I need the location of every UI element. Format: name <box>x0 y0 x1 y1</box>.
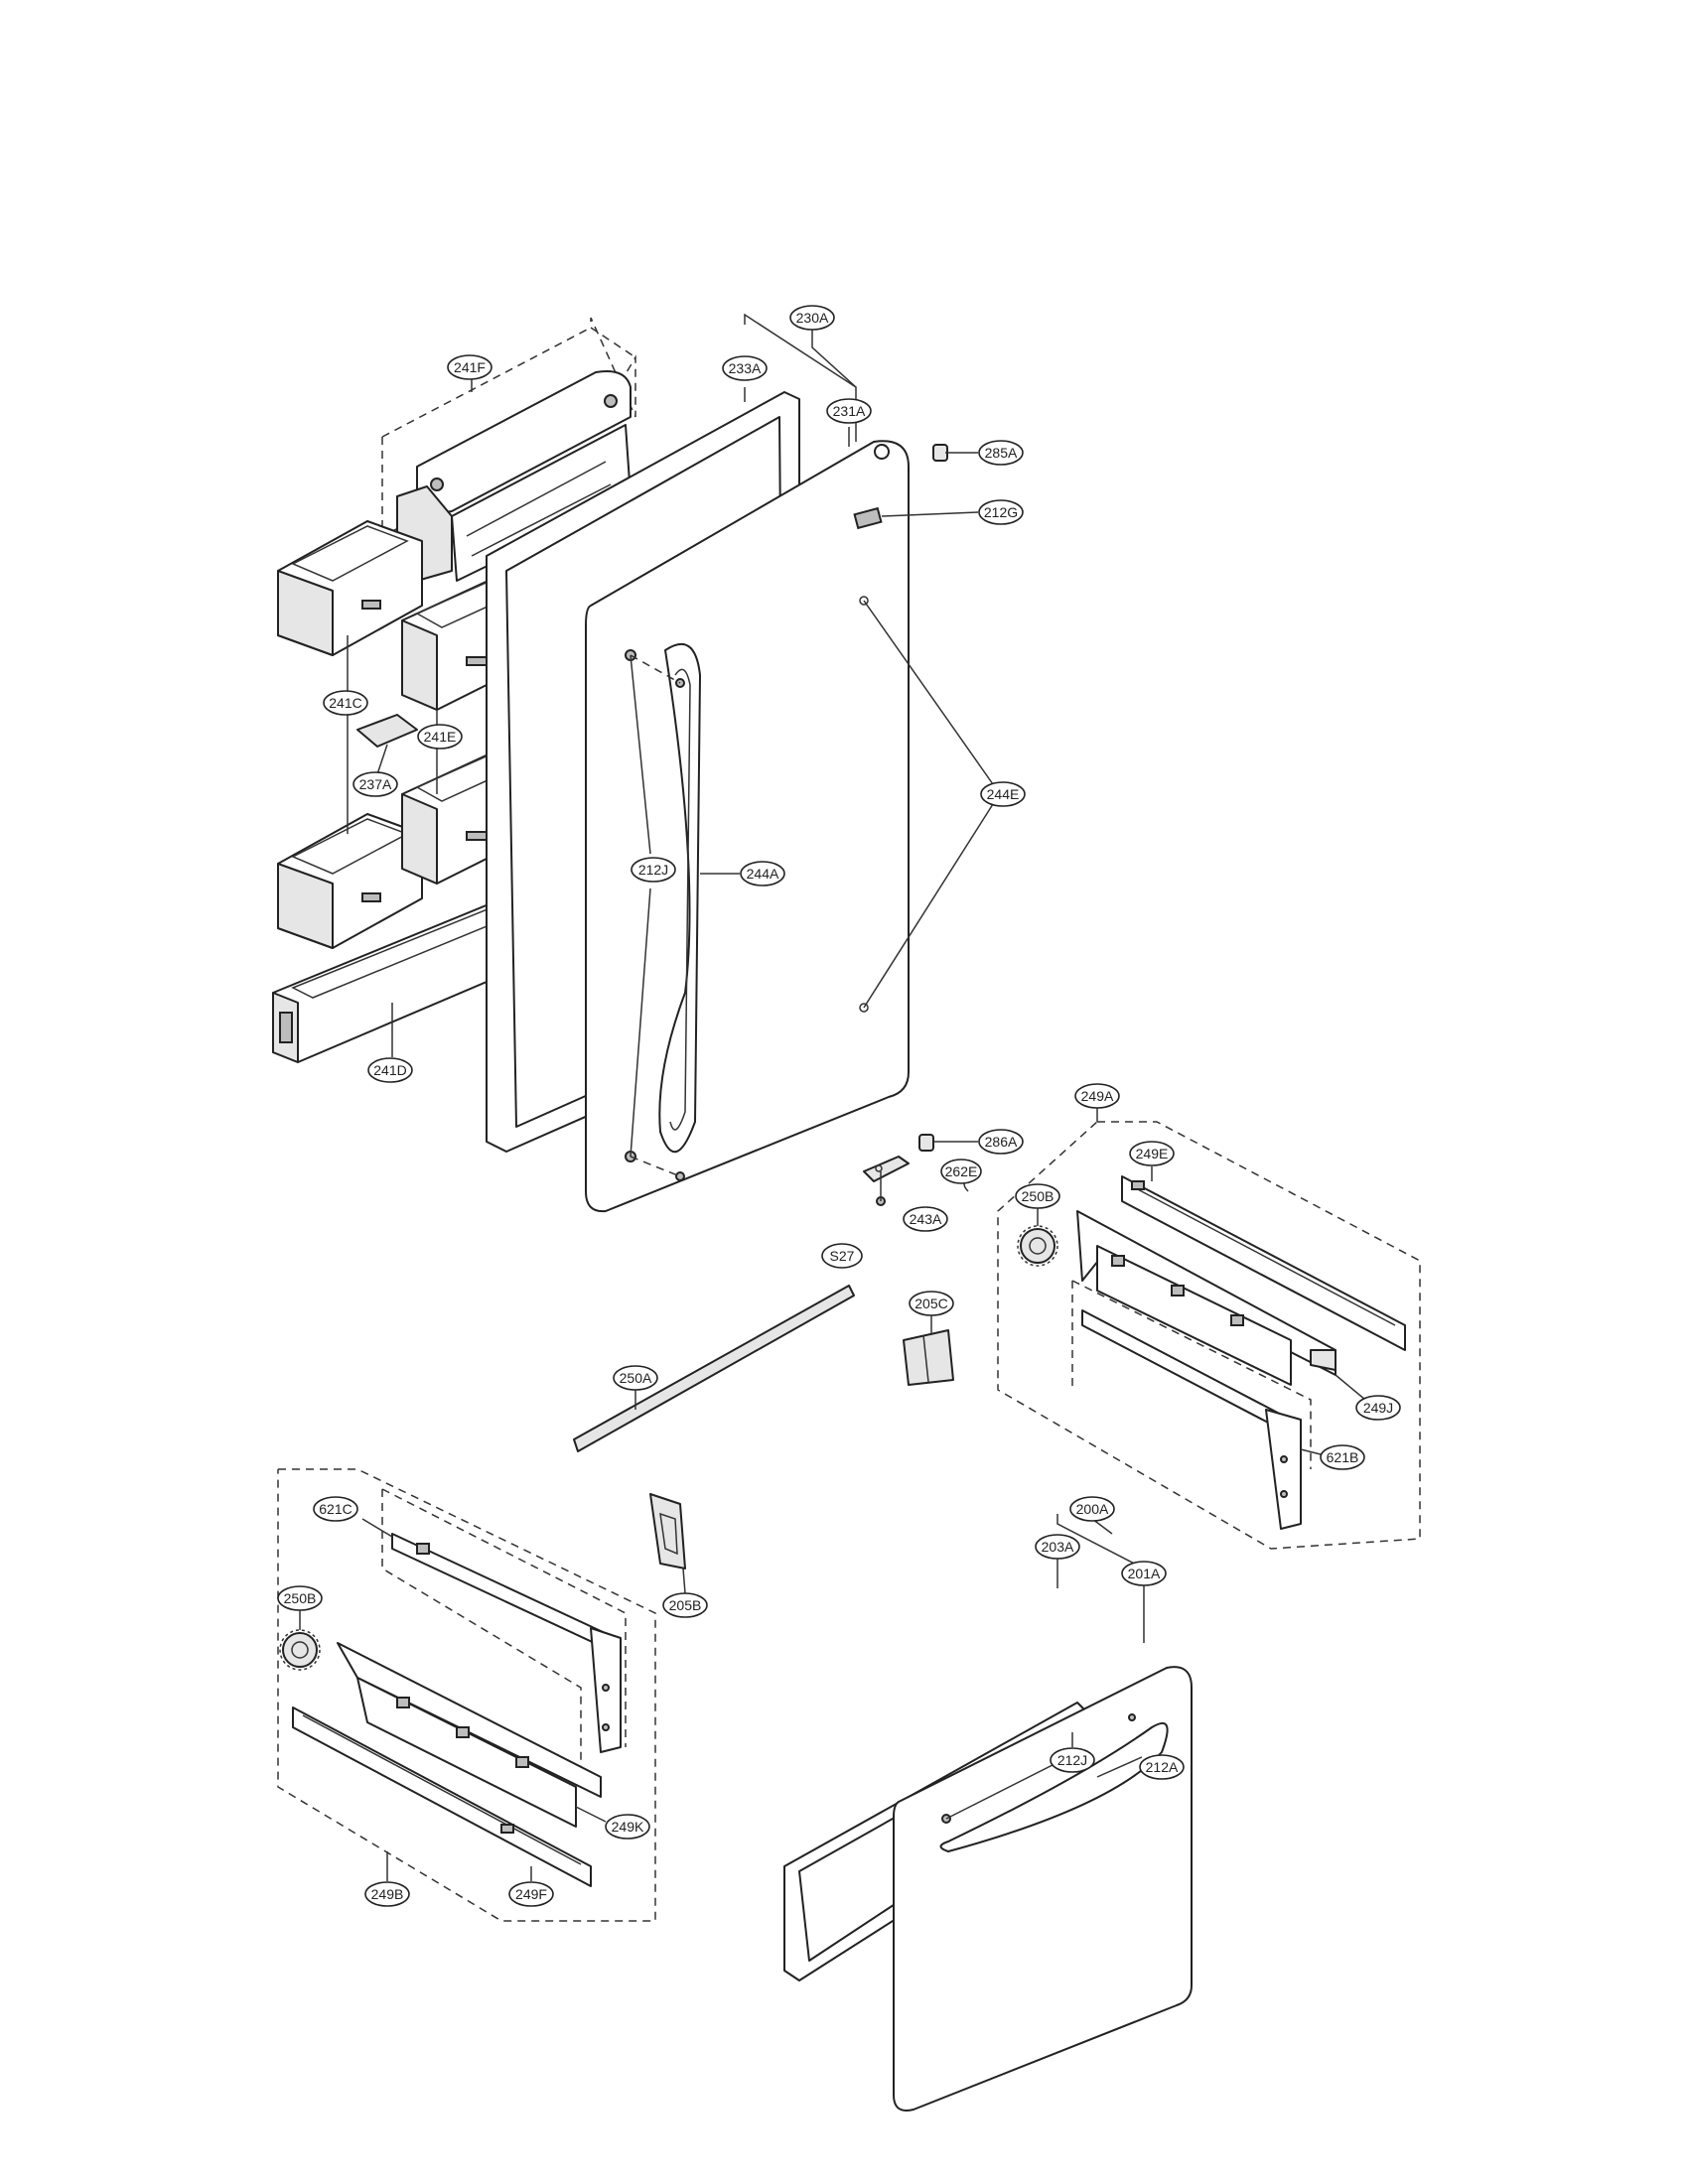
callout-205B[interactable]: 205B <box>662 1592 708 1618</box>
callout-286A[interactable]: 286A <box>978 1129 1024 1155</box>
svg-text:241E: 241E <box>424 729 457 745</box>
callout-230A[interactable]: 230A <box>789 305 835 331</box>
svg-text:286A: 286A <box>985 1134 1018 1150</box>
svg-text:249K: 249K <box>612 1819 644 1835</box>
svg-text:249F: 249F <box>515 1886 547 1902</box>
callout-231A[interactable]: 231A <box>826 398 872 424</box>
svg-text:244A: 244A <box>747 866 779 882</box>
callout-241E[interactable]: 241E <box>417 724 463 750</box>
svg-text:262E: 262E <box>945 1163 978 1179</box>
svg-text:621C: 621C <box>319 1501 352 1517</box>
callout-212J-bottom[interactable]: 212J <box>1050 1747 1095 1773</box>
svg-text:241D: 241D <box>373 1062 406 1078</box>
rail-bracket-249J <box>1076 1210 1336 1386</box>
svg-text:203A: 203A <box>1042 1539 1074 1555</box>
callout-205C[interactable]: 205C <box>909 1291 954 1316</box>
callout-237A[interactable]: 237A <box>352 771 398 797</box>
rail-group-249A-outline <box>997 1107 1421 1550</box>
callout-250B-left[interactable]: 250B <box>277 1585 323 1611</box>
callout-212J-top[interactable]: 212J <box>631 857 676 883</box>
rail-group-249B-outline <box>277 1468 656 1922</box>
rail-249F <box>292 1706 592 1887</box>
svg-text:243A: 243A <box>910 1211 942 1227</box>
svg-text:244E: 244E <box>987 786 1020 802</box>
callout-621B[interactable]: 621B <box>1320 1444 1365 1470</box>
svg-text:200A: 200A <box>1076 1501 1109 1517</box>
svg-text:212J: 212J <box>1057 1752 1087 1768</box>
bin-241C-lower <box>277 813 423 949</box>
svg-text:237A: 237A <box>359 776 392 792</box>
svg-text:S27: S27 <box>830 1248 855 1264</box>
cap-285A <box>932 444 948 462</box>
svg-text:250B: 250B <box>284 1590 317 1606</box>
svg-text:201A: 201A <box>1128 1566 1161 1581</box>
svg-text:249J: 249J <box>1363 1400 1393 1416</box>
callout-250B-right[interactable]: 250B <box>1015 1183 1060 1209</box>
svg-text:212A: 212A <box>1146 1759 1179 1775</box>
gear-250B-left <box>279 1629 321 1671</box>
callout-249E[interactable]: 249E <box>1129 1141 1175 1166</box>
svg-text:250B: 250B <box>1022 1188 1055 1204</box>
svg-text:231A: 231A <box>833 403 866 419</box>
strip-250A <box>573 1285 855 1452</box>
svg-text:249B: 249B <box>371 1886 404 1902</box>
callout-244E[interactable]: 244E <box>980 781 1026 807</box>
rail-bracket-249K <box>337 1642 602 1828</box>
callout-243A[interactable]: 243A <box>903 1206 948 1232</box>
rail-621C <box>391 1533 622 1753</box>
svg-text:249E: 249E <box>1136 1146 1169 1161</box>
callout-S27[interactable]: S27 <box>821 1243 863 1269</box>
callout-249K[interactable]: 249K <box>605 1814 650 1840</box>
svg-text:250A: 250A <box>620 1370 652 1386</box>
callout-249J[interactable]: 249J <box>1355 1395 1401 1421</box>
callout-200A[interactable]: 200A <box>1069 1496 1115 1522</box>
bin-241C-upper <box>277 520 423 656</box>
gear-250B-right <box>1017 1225 1058 1267</box>
svg-text:205C: 205C <box>914 1296 947 1311</box>
callout-212A[interactable]: 212A <box>1139 1754 1185 1780</box>
callout-241F[interactable]: 241F <box>447 354 492 380</box>
svg-text:249A: 249A <box>1081 1088 1114 1104</box>
clip-237A <box>356 714 418 775</box>
svg-text:285A: 285A <box>985 445 1018 461</box>
svg-text:212G: 212G <box>984 504 1018 520</box>
door-231A <box>585 440 910 1213</box>
cover-205C <box>903 1329 954 1386</box>
callout-233A[interactable]: 233A <box>722 355 768 381</box>
callout-249A[interactable]: 249A <box>1074 1083 1120 1109</box>
svg-text:205B: 205B <box>669 1597 702 1613</box>
svg-text:241F: 241F <box>454 359 486 375</box>
svg-text:233A: 233A <box>729 360 762 376</box>
clip-205B <box>649 1493 686 1570</box>
callout-621C[interactable]: 621C <box>313 1496 358 1522</box>
svg-text:241C: 241C <box>329 695 361 711</box>
callout-250A[interactable]: 250A <box>613 1365 658 1391</box>
rail-621B <box>1081 1309 1302 1530</box>
callout-244A[interactable]: 244A <box>740 861 785 887</box>
callout-262E[interactable]: 262E <box>940 1159 982 1184</box>
callout-249B[interactable]: 249B <box>364 1881 410 1907</box>
callout-249F[interactable]: 249F <box>508 1881 554 1907</box>
drawer-201A <box>893 1666 1193 2112</box>
callout-285A[interactable]: 285A <box>978 440 1024 466</box>
svg-text:212J: 212J <box>638 862 668 878</box>
callout-241C[interactable]: 241C <box>323 690 368 716</box>
rail-249E <box>1121 1175 1406 1351</box>
callout-203A[interactable]: 203A <box>1035 1534 1080 1560</box>
svg-text:230A: 230A <box>796 310 829 326</box>
callout-241D[interactable]: 241D <box>367 1057 413 1083</box>
callout-212G[interactable]: 212G <box>978 499 1024 525</box>
svg-text:621B: 621B <box>1327 1449 1359 1465</box>
hinge-243A <box>863 1134 974 1206</box>
callout-201A[interactable]: 201A <box>1121 1561 1167 1586</box>
